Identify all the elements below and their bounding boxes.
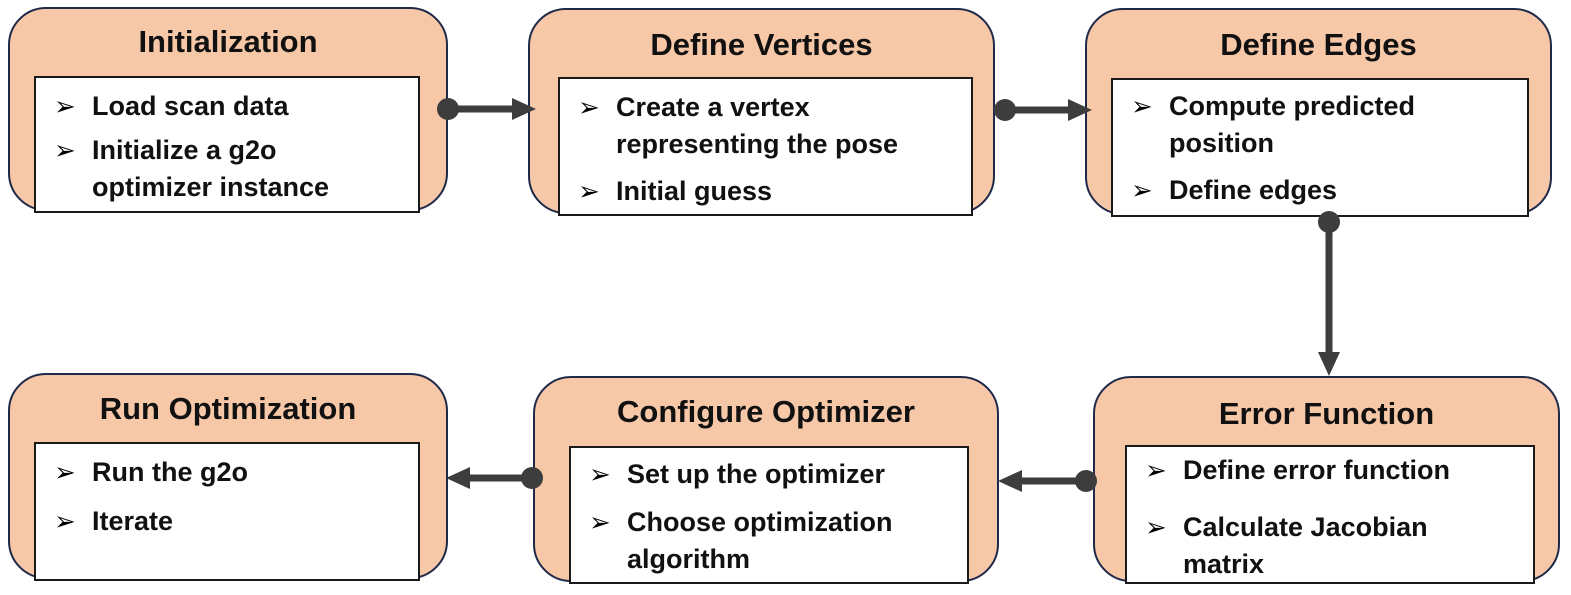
list-item: ➢ Define edges bbox=[1131, 172, 1521, 209]
list-item: ➢ Define error function bbox=[1145, 452, 1527, 489]
list-item-text: Set up the optimizer bbox=[627, 459, 886, 489]
stage-details-panel: ➢ Create a vertex representing the pose … bbox=[558, 77, 973, 216]
connector-arrow-edges-to-error bbox=[1318, 211, 1340, 376]
stage-details-panel: ➢ Define error function ➢ Calculate Jaco… bbox=[1125, 445, 1535, 584]
arrowhead-bullet-icon: ➢ bbox=[589, 459, 611, 489]
arrowhead-bullet-icon: ➢ bbox=[54, 135, 76, 165]
stage-details-panel: ➢ Load scan data ➢ Initialize a g2o opti… bbox=[34, 76, 420, 213]
list-item-text: Calculate Jacobian matrix bbox=[1183, 512, 1428, 579]
stage-details-panel: ➢ Run the g2o ➢ Iterate bbox=[34, 442, 420, 581]
stage-details-panel: ➢ Compute predicted position ➢ Define ed… bbox=[1111, 78, 1529, 217]
list-item-text: Compute predicted position bbox=[1169, 91, 1416, 158]
list-item: ➢ Set up the optimizer bbox=[589, 456, 961, 493]
stage-configure-optimizer: Configure Optimizer ➢ Set up the optimiz… bbox=[533, 376, 999, 584]
list-item: ➢ Load scan data bbox=[54, 88, 412, 125]
list-item: ➢ Run the g2o bbox=[54, 454, 412, 491]
arrowhead-bullet-icon: ➢ bbox=[1131, 91, 1153, 121]
list-item-text: Create a vertex representing the pose bbox=[616, 92, 899, 159]
arrowhead-bullet-icon: ➢ bbox=[1145, 512, 1167, 542]
list-item-text: Choose optimization algorithm bbox=[627, 507, 893, 574]
stage-define-edges: Define Edges ➢ Compute predicted positio… bbox=[1085, 8, 1552, 217]
list-item-text: Iterate bbox=[92, 506, 174, 536]
list-item: ➢ Calculate Jacobian matrix bbox=[1145, 509, 1527, 583]
list-item: ➢ Compute predicted position bbox=[1131, 88, 1521, 162]
stage-title: Error Function bbox=[1218, 396, 1435, 431]
stage-details-panel: ➢ Set up the optimizer ➢ Choose optimiza… bbox=[569, 446, 969, 584]
stage-title: Run Optimization bbox=[99, 391, 357, 426]
stage-error-function: Error Function ➢ Define error function ➢… bbox=[1093, 376, 1560, 584]
arrowhead-bullet-icon: ➢ bbox=[578, 176, 600, 206]
list-item: ➢ Iterate bbox=[54, 503, 412, 540]
list-item: ➢ Initial guess bbox=[578, 173, 965, 210]
stage-initialization: Initialization ➢ Load scan data ➢ Initia… bbox=[8, 7, 448, 213]
list-item-text: Load scan data bbox=[92, 91, 289, 121]
arrowhead-bullet-icon: ➢ bbox=[1131, 175, 1153, 205]
connector-arrow-error-to-configure bbox=[998, 470, 1097, 492]
arrowhead-bullet-icon: ➢ bbox=[589, 507, 611, 537]
connector-arrow-init-to-vertices bbox=[437, 98, 536, 120]
arrowhead-bullet-icon: ➢ bbox=[54, 506, 76, 536]
list-item-text: Define edges bbox=[1169, 175, 1338, 205]
stage-define-vertices: Define Vertices ➢ Create a vertex repres… bbox=[528, 8, 995, 216]
list-item-text: Initial guess bbox=[616, 176, 773, 206]
list-item: ➢ Initialize a g2o optimizer instance bbox=[54, 132, 412, 206]
connector-arrow-vertices-to-edges bbox=[994, 99, 1092, 121]
list-item-text: Run the g2o bbox=[92, 457, 248, 487]
arrowhead-bullet-icon: ➢ bbox=[1145, 455, 1167, 485]
stage-title: Configure Optimizer bbox=[617, 394, 915, 429]
list-item-text: Define error function bbox=[1183, 455, 1451, 485]
list-item: ➢ Choose optimization algorithm bbox=[589, 504, 961, 578]
stage-title: Initialization bbox=[138, 24, 318, 59]
stage-title: Define Vertices bbox=[650, 27, 873, 62]
stage-run-optimization: Run Optimization ➢ Run the g2o ➢ Iterate bbox=[8, 373, 448, 581]
connector-arrow-configure-to-run bbox=[446, 467, 543, 489]
arrowhead-bullet-icon: ➢ bbox=[578, 92, 600, 122]
list-item-text: Initialize a g2o optimizer instance bbox=[92, 135, 330, 202]
stage-title: Define Edges bbox=[1220, 27, 1417, 62]
arrowhead-bullet-icon: ➢ bbox=[54, 457, 76, 487]
list-item: ➢ Create a vertex representing the pose bbox=[578, 89, 965, 163]
arrowhead-bullet-icon: ➢ bbox=[54, 91, 76, 121]
